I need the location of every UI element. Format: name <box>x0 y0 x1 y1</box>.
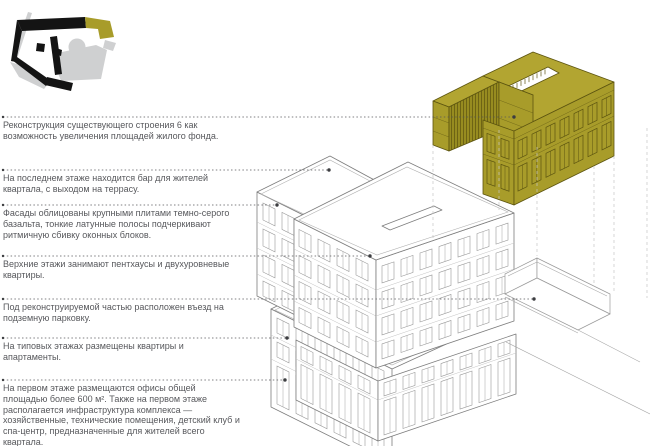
annotation-text: Фасады облицованы крупными плитами темно… <box>3 208 230 240</box>
projection-dashed-lines <box>432 128 648 298</box>
annotation-note: Реконструкция существующего строения 6 к… <box>3 120 241 142</box>
annotation-note: Верхние этажи занимают пентхаусы и двуху… <box>3 259 241 281</box>
white-building-exploded <box>256 155 517 446</box>
site-plan-diagram <box>10 12 116 91</box>
annotation-leader-lines <box>1 115 536 382</box>
annotation-text: На последнем этаже находится бар для жит… <box>3 173 209 194</box>
annotation-text: Реконструкция существующего строения 6 к… <box>3 120 219 141</box>
annotation-text: На первом этаже размещаются офисы общей … <box>3 383 240 446</box>
annotation-text: Верхние этажи занимают пентхаусы и двуху… <box>3 259 230 280</box>
annotation-text: Под реконструируемой частью расположен в… <box>3 302 224 323</box>
annotation-text: На типовых этажах размещены квартиры и а… <box>3 341 184 362</box>
annotation-note: На первом этаже размещаются офисы общей … <box>3 383 241 446</box>
parking-entrance-platform <box>504 257 650 415</box>
annotation-note: Фасады облицованы крупными плитами темно… <box>3 208 241 240</box>
reconstructed-block-olive <box>432 51 615 206</box>
annotation-note: Под реконструируемой частью расположен в… <box>3 302 241 324</box>
annotation-note: На последнем этаже находится бар для жит… <box>3 173 241 195</box>
annotation-note: На типовых этажах размещены квартиры и а… <box>3 341 241 363</box>
